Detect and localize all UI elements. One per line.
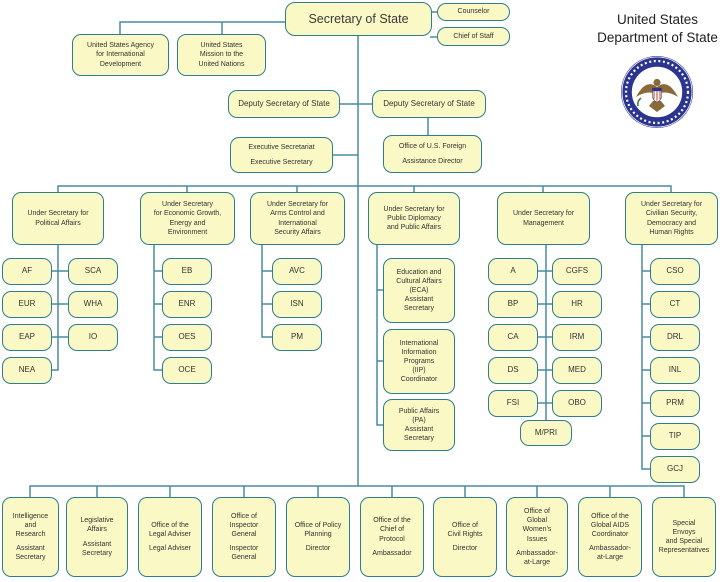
node-under-secretary-public-diplomacy: Under Secretary for Public Diplomacy and… [368,192,460,245]
bureau-node-irm: IRM [552,324,602,351]
bureau-node-mpri: M/PRI [520,420,572,446]
node-under-secretary-civilian-security: Under Secretary for Civilian Security, D… [625,192,718,245]
node-chief-of-protocol: Office of the Chief of Protocol Ambassad… [360,497,424,577]
bureau-node-obo: OBO [552,390,602,417]
bureau-node-hr: HR [552,291,602,318]
page-title: United States Department of State [585,11,720,47]
node-pa: Public Affairs (PA) Assistant Secretary [383,399,455,451]
node-global-aids-coordinator: Office of the Global AIDS Coordinator Am… [578,497,642,577]
node-policy-planning: Office of Policy Planning Director [286,497,350,577]
node-role-label: Ambassador [372,549,412,557]
bureau-node-cso: CSO [650,258,700,285]
node-chief-of-staff: Chief of Staff [437,27,510,46]
bureau-node-avc: AVC [272,258,322,285]
node-inspector-general: Office of Inspector General Inspector Ge… [212,497,276,577]
node-role-label: Ambassador- at-Large [516,549,558,566]
bureau-node-med: MED [552,357,602,384]
bureau-node-sca: SCA [68,258,118,285]
node-office-label: Office of the Global AIDS Coordinator [590,512,630,538]
bureau-node-inl: INL [650,357,700,384]
node-office-label: Office of the Chief of Protocol [373,517,411,543]
node-office-label: Office of Civil Rights [447,521,483,538]
bureau-node-ds: DS [488,357,538,384]
bureau-node-eur: EUR [2,291,52,318]
node-global-womens-issues: Office of Global Women's Issues Ambassad… [506,497,568,577]
bureau-node-wha: WHA [68,291,118,318]
node-un-mission: United States Mission to the United Nati… [177,34,266,76]
bureau-node-isn: ISN [272,291,322,318]
node-legislative-affairs: Legislative Affairs Assistant Secretary [66,497,128,577]
node-role-label: Assistant Secretary [82,540,112,557]
bureau-node-enr: ENR [162,291,212,318]
bureau-node-cgfs: CGFS [552,258,602,285]
node-role-label: Assistant Secretary [15,545,46,562]
node-office-label: Intelligence and Research [12,512,49,538]
bureau-node-oce: OCE [162,357,212,384]
node-deputy-secretary-1: Deputy Secretary of State [228,90,340,118]
node-office-label: Office of Policy Planning [294,521,342,538]
node-office-label: Office of U.S. Foreign [398,143,467,151]
node-role-label: Inspector General [229,545,259,562]
bureau-node-a: A [488,258,538,285]
node-role-label: Assistance Director [402,157,463,165]
node-iip: International Information Programs (IIP)… [383,329,455,394]
node-office-label: Office of the Legal Adviser [148,521,192,538]
bureau-node-af: AF [2,258,52,285]
node-role-label: Legal Adviser [148,545,192,553]
bureau-node-oes: OES [162,324,212,351]
bureau-node-ct: CT [650,291,700,318]
node-under-secretary-management: Under Secretary for Management [497,192,590,245]
node-eca: Education and Cultural Affairs (ECA) Ass… [383,258,455,323]
node-office-label: Legislative Affairs [80,517,114,534]
bureau-node-nea: NEA [2,357,52,384]
bureau-node-pm: PM [272,324,322,351]
node-role-label: Executive Secretary [250,158,313,166]
node-legal-adviser: Office of the Legal Adviser Legal Advise… [138,497,202,577]
bureau-node-gcj: GCJ [650,456,700,483]
node-under-secretary-political: Under Secretary for Political Affairs [12,192,104,245]
bureau-node-eap: EAP [2,324,52,351]
node-civil-rights: Office of Civil Rights Director [433,497,497,577]
bureau-node-bp: BP [488,291,538,318]
page-title-line1: United States [616,12,699,27]
node-office-label: Office of Global Women's Issues [522,508,552,543]
node-usaid: United States Agency for International D… [72,34,169,76]
node-office-label: Executive Secretariat [248,144,315,152]
node-role-label: Director [452,545,478,553]
node-under-secretary-arms-control: Under Secretary for Arms Control and Int… [250,192,345,245]
bureau-node-prm: PRM [650,390,700,417]
bureau-node-ca: CA [488,324,538,351]
node-foreign-assistance: Office of U.S. Foreign Assistance Direct… [383,135,482,173]
node-secretary-of-state: Secretary of State [285,2,432,36]
bureau-node-fsi: FSI [488,390,538,417]
bureau-node-io: IO [68,324,118,351]
node-executive-secretariat: Executive Secretariat Executive Secretar… [230,137,333,173]
node-role-label: Director [305,545,331,553]
page-title-line2: Department of State [597,30,718,46]
bureau-node-drl: DRL [650,324,700,351]
node-office-label: Office of Inspector General [229,512,259,538]
state-department-seal-icon [621,56,693,128]
bureau-node-tip: TIP [650,423,700,450]
bureau-node-eb: EB [162,258,212,285]
node-office-label: Special Envoys and Special Representativ… [658,519,710,555]
node-counselor: Counselor [437,3,510,21]
node-deputy-secretary-2: Deputy Secretary of State [372,90,486,118]
node-intelligence-research: Intelligence and Research Assistant Secr… [2,497,59,577]
node-special-envoys: Special Envoys and Special Representativ… [652,497,716,577]
node-role-label: Ambassador- at-Large [589,545,631,562]
node-under-secretary-economic: Under Secretary for Economic Growth, Ene… [140,192,235,245]
